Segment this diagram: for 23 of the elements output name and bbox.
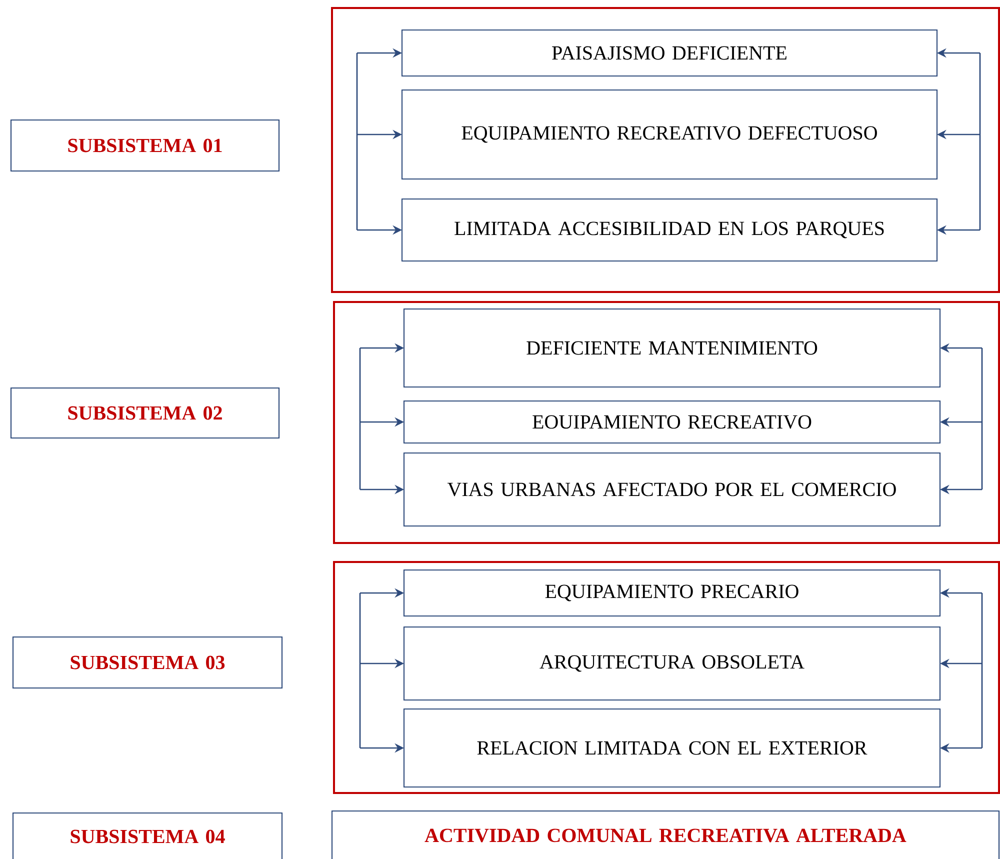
problem-box: ARQUITECTURA OBSOLETA — [403, 626, 941, 701]
problem-box: EOUIPAMIENTO RECREATIVO — [403, 400, 941, 444]
problem-box: LIMITADA ACCESIBILIDAD EN LOS PARQUES — [401, 198, 938, 262]
result-box: ACTIVIDAD COMUNAL RECREATIVA ALTERADA — [331, 810, 1000, 859]
problem-box: EQUIPAMIENTO RECREATIVO DEFECTUOSO — [401, 89, 938, 180]
subsystem-box: SUBSISTEMA 04 — [12, 812, 283, 859]
bracket-line — [356, 53, 358, 230]
subsystem-box: SUBSISTEMA 01 — [10, 119, 280, 172]
bracket-line — [981, 348, 983, 490]
problem-box: EQUIPAMIENTO PRECARIO — [403, 569, 941, 617]
subsystem-box: SUBSISTEMA 03 — [12, 636, 283, 689]
group-frame — [333, 301, 1000, 544]
group-frame — [331, 7, 1000, 293]
bracket-line — [359, 593, 361, 748]
bracket-line — [981, 593, 983, 748]
bracket-line — [359, 348, 361, 490]
bracket-line — [979, 53, 981, 230]
problem-box: RELACION LIMITADA CON EL EXTERIOR — [403, 708, 941, 788]
subsystem-box: SUBSISTEMA 02 — [10, 387, 280, 439]
group-frame — [333, 561, 1000, 794]
problem-box: PAISAJISMO DEFICIENTE — [401, 29, 938, 77]
problem-box: VIAS URBANAS AFECTADO POR EL COMERCIO — [403, 452, 941, 527]
problem-box: DEFICIENTE MANTENIMIENTO — [403, 308, 941, 388]
